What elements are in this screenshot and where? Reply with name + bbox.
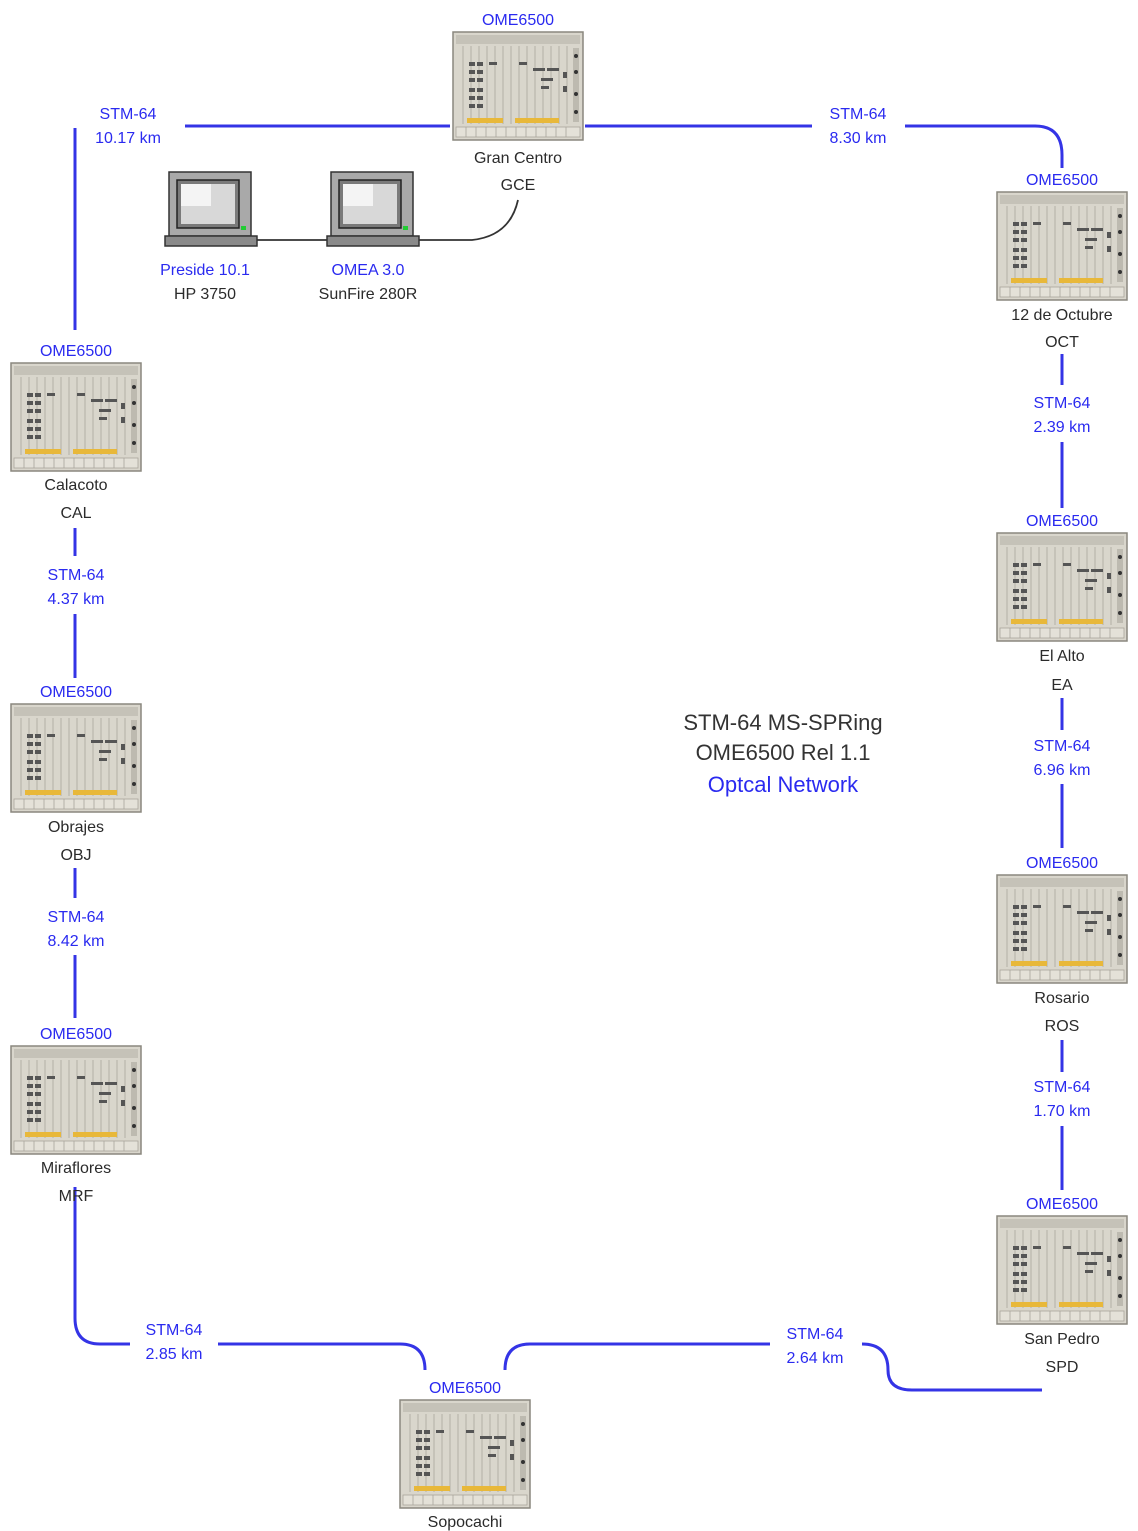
ome6500-chassis-icon	[452, 31, 584, 141]
ome6500-chassis-icon	[996, 1215, 1128, 1325]
node-ea[interactable]: OME6500 El Alto EA	[996, 513, 1128, 694]
link-labels: STM-64 10.17 km STM-64 8.30 km STM-64 2.…	[48, 106, 1091, 1367]
node-model-label: OME6500	[40, 343, 112, 360]
workstation-host-label: HP 3750	[174, 286, 236, 303]
link-label-distance: 2.64 km	[787, 1350, 844, 1367]
node-name-label: Calacoto	[44, 477, 107, 494]
node-code-label: GCE	[501, 177, 536, 194]
node-name-label: Miraflores	[41, 1160, 111, 1177]
diagram-title: STM-64 MS-SPRing OME6500 Rel 1.1 Optcal …	[683, 710, 882, 797]
node-code-label: SPD	[1046, 1359, 1079, 1376]
title-line-1: STM-64 MS-SPRing	[683, 710, 882, 735]
node-oct[interactable]: OME6500 12 de Octubre OCT	[996, 172, 1128, 351]
node-code-label: CAL	[60, 505, 91, 522]
node-model-label: OME6500	[1026, 513, 1098, 530]
ome6500-chassis-icon	[10, 362, 142, 472]
computer-icon	[164, 171, 258, 247]
link-gce-oct	[585, 124, 1064, 168]
node-code-label: OCT	[1045, 334, 1079, 351]
ome6500-chassis-icon	[996, 532, 1128, 642]
link-label-type: STM-64	[146, 1322, 203, 1339]
node-mrf[interactable]: OME6500 Miraflores MRF	[10, 1026, 142, 1205]
node-model-label: OME6500	[1026, 855, 1098, 872]
link-label-type: STM-64	[830, 106, 887, 123]
link-label-type: STM-64	[48, 909, 105, 926]
node-ros[interactable]: OME6500 Rosario ROS	[996, 855, 1128, 1035]
ring-links	[73, 124, 1064, 1392]
node-name-label: San Pedro	[1024, 1331, 1100, 1348]
node-name-label: Sopocachi	[428, 1514, 503, 1531]
link-spd-sop	[503, 1342, 1042, 1392]
node-model-label: OME6500	[1026, 1196, 1098, 1213]
node-model-label: OME6500	[482, 12, 554, 29]
link-label-distance: 4.37 km	[48, 591, 105, 608]
node-code-label: OBJ	[60, 847, 91, 864]
node-name-label: Rosario	[1034, 990, 1089, 1007]
link-label-type: STM-64	[48, 567, 105, 584]
link-label-type: STM-64	[1034, 395, 1091, 412]
ome6500-chassis-icon	[10, 1045, 142, 1155]
node-name-label: Obrajes	[48, 819, 104, 836]
link-label-type: STM-64	[1034, 1079, 1091, 1096]
link-label-distance: 10.17 km	[95, 130, 161, 147]
node-code-label: ROS	[1045, 1018, 1080, 1035]
link-label-type: STM-64	[787, 1326, 844, 1343]
link-label-type: STM-64	[100, 106, 157, 123]
ome6500-chassis-icon	[399, 1399, 531, 1509]
link-label-distance: 8.30 km	[830, 130, 887, 147]
node-code-label: EA	[1051, 677, 1073, 694]
link-label-distance: 6.96 km	[1034, 762, 1091, 779]
node-code-label: MRF	[59, 1188, 94, 1205]
node-cal[interactable]: OME6500 Calacoto CAL	[10, 343, 142, 522]
workstation-host-label: SunFire 280R	[319, 286, 418, 303]
title-line-2: OME6500 Rel 1.1	[696, 740, 871, 765]
node-name-label: 12 de Octubre	[1011, 307, 1113, 324]
link-sop-mrf	[73, 1187, 427, 1371]
link-cal-gce	[73, 124, 450, 330]
node-sop[interactable]: OME6500 Sopocachi	[399, 1380, 531, 1531]
workstation-app-label: OMEA 3.0	[332, 262, 405, 279]
workstation-app-label: Preside 10.1	[160, 262, 250, 279]
node-name-label: Gran Centro	[474, 150, 562, 167]
workstation-omea[interactable]: OMEA 3.0 SunFire 280R	[319, 171, 420, 303]
ome6500-chassis-icon	[996, 191, 1128, 301]
node-model-label: OME6500	[40, 684, 112, 701]
workstation-preside[interactable]: Preside 10.1 HP 3750	[160, 171, 258, 303]
ome6500-chassis-icon	[10, 703, 142, 813]
computer-icon	[326, 171, 420, 247]
node-gce[interactable]: OME6500 Gran Centro GCE	[452, 12, 584, 194]
link-label-distance: 2.85 km	[146, 1346, 203, 1363]
node-model-label: OME6500	[429, 1380, 501, 1397]
node-name-label: El Alto	[1039, 648, 1084, 665]
link-label-distance: 8.42 km	[48, 933, 105, 950]
node-spd[interactable]: OME6500 San Pedro SPD	[996, 1196, 1128, 1376]
link-label-distance: 2.39 km	[1034, 419, 1091, 436]
link-label-distance: 1.70 km	[1034, 1103, 1091, 1120]
title-line-3: Optcal Network	[708, 772, 859, 797]
ome6500-chassis-icon	[996, 874, 1128, 984]
node-model-label: OME6500	[1026, 172, 1098, 189]
link-label-type: STM-64	[1034, 738, 1091, 755]
node-model-label: OME6500	[40, 1026, 112, 1043]
node-obj[interactable]: OME6500 Obrajes OBJ	[10, 684, 142, 864]
